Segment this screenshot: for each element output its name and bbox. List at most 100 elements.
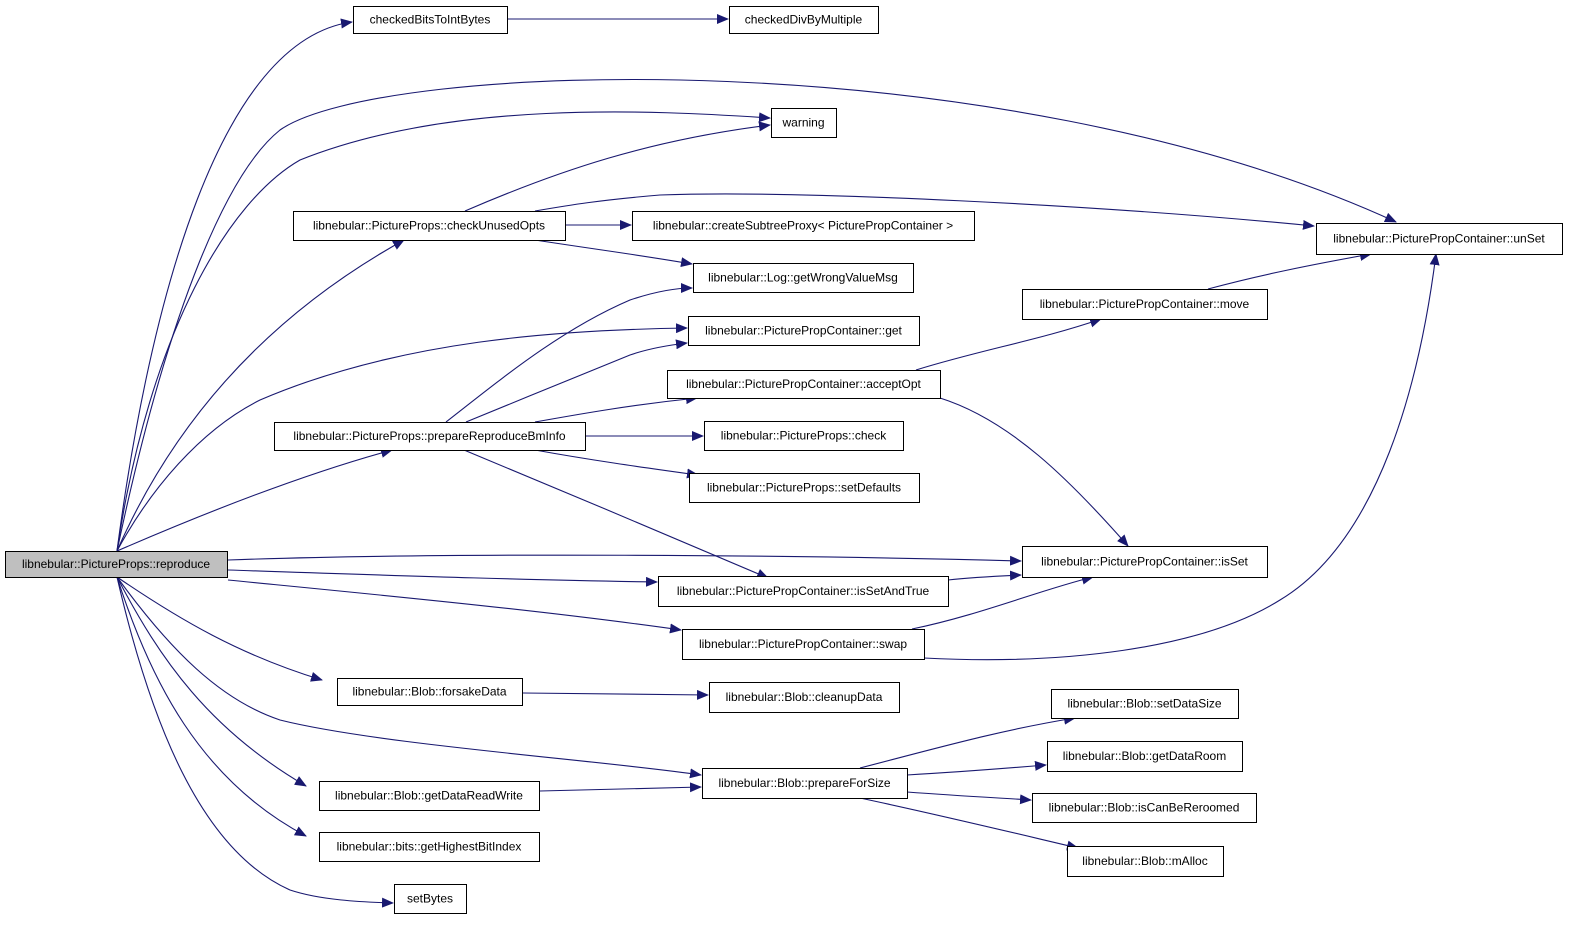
node-box	[353, 6, 508, 34]
node-box	[1047, 741, 1243, 772]
edge-acceptOpt-to-isSet	[939, 397, 1129, 547]
edge-acceptOpt-to-move	[915, 317, 1102, 371]
node-getDataRoom[interactable]: libnebular::Blob::getDataRoom	[1047, 741, 1243, 772]
node-forsakeData[interactable]: libnebular::Blob::forsakeData	[337, 678, 523, 706]
edge-prepareForSize-to-setDataSize	[859, 714, 1076, 769]
edge-arrow	[915, 317, 1102, 371]
node-label: libnebular::bits::getHighestBitIndex	[337, 840, 522, 854]
edge-arrow	[923, 253, 1440, 661]
edge-arrow	[116, 576, 307, 787]
node-label: libnebular::PictureProps::prepareReprodu…	[293, 429, 565, 443]
node-root[interactable]: libnebular::PictureProps::reproduce	[5, 551, 228, 578]
node-checkedBitsToIntBytes[interactable]: checkedBitsToIntBytes	[353, 6, 508, 34]
node-get[interactable]: libnebular::PicturePropContainer::get	[688, 316, 920, 346]
node-getHighestBitIndex[interactable]: libnebular::bits::getHighestBitIndex	[319, 832, 540, 862]
node-box	[1316, 223, 1563, 255]
edge-arrow	[534, 449, 699, 479]
edge-arrow	[539, 782, 702, 793]
node-label: libnebular::PicturePropContainer::unSet	[1333, 232, 1545, 246]
edge-root-to-warning	[116, 111, 771, 552]
edge-root-to-unSet	[116, 78, 1397, 552]
edge-root-to-getHighestBitIndex	[116, 576, 307, 837]
node-getDataReadWrite[interactable]: libnebular::Blob::getDataReadWrite	[319, 781, 540, 811]
edge-checkUnusedOpts-to-getWrongValueMsg	[534, 239, 693, 268]
edge-prepareReproduceBmInfo-to-get	[465, 339, 688, 423]
node-isSetAndTrue[interactable]: libnebular::PicturePropContainer::isSetA…	[658, 576, 949, 607]
node-box	[709, 682, 900, 713]
edge-arrow	[116, 576, 702, 779]
node-mAlloc[interactable]: libnebular::Blob::mAlloc	[1067, 846, 1224, 877]
edge-swap-to-unSet	[923, 253, 1440, 661]
node-getWrongValueMsg[interactable]: libnebular::Log::getWrongValueMsg	[693, 263, 914, 293]
node-cleanupData[interactable]: libnebular::Blob::cleanupData	[709, 682, 900, 713]
edge-arrow	[859, 797, 1079, 851]
node-prepareReproduceBmInfo[interactable]: libnebular::PictureProps::prepareReprodu…	[274, 422, 586, 451]
edge-root-to-checkedBitsToIntBytes	[116, 18, 353, 552]
node-isSet[interactable]: libnebular::PicturePropContainer::isSet	[1022, 546, 1268, 578]
node-acceptOpt[interactable]: libnebular::PicturePropContainer::accept…	[667, 370, 941, 399]
node-label: libnebular::PictureProps::check	[721, 429, 887, 443]
node-checkUnusedOpts[interactable]: libnebular::PictureProps::checkUnusedOpt…	[293, 211, 566, 241]
edge-arrow	[534, 193, 1315, 230]
edge-root-to-prepareReproduceBmInfo	[116, 448, 393, 552]
node-box	[688, 316, 920, 346]
node-setBytes[interactable]: setBytes	[394, 884, 467, 914]
node-label: libnebular::PictureProps::reproduce	[22, 557, 210, 571]
edge-arrow	[465, 339, 688, 423]
node-box	[319, 832, 540, 862]
edge-root-to-setBytes	[116, 576, 394, 908]
edge-swap-to-isSet	[911, 574, 1094, 630]
edge-arrow	[906, 791, 1032, 805]
edge-arrow	[859, 714, 1076, 769]
node-swap[interactable]: libnebular::PicturePropContainer::swap	[682, 629, 925, 660]
node-box	[682, 629, 925, 660]
node-label: checkedDivByMultiple	[745, 13, 863, 27]
node-box	[729, 6, 879, 34]
edge-arrow	[227, 554, 1022, 566]
edge-arrow	[911, 574, 1094, 630]
edge-checkUnusedOpts-to-warning	[464, 121, 771, 212]
node-box	[771, 108, 837, 138]
node-label: libnebular::PicturePropContainer::move	[1040, 297, 1250, 311]
node-label: libnebular::Log::getWrongValueMsg	[708, 271, 898, 285]
node-label: libnebular::Blob::forsakeData	[352, 685, 506, 699]
node-box	[1051, 689, 1239, 719]
node-box	[693, 263, 914, 293]
node-check[interactable]: libnebular::PictureProps::check	[704, 421, 904, 451]
edge-root-to-swap	[227, 579, 682, 634]
edge-root-to-getDataReadWrite	[116, 576, 307, 787]
edge-prepareReproduceBmInfo-to-setDefaults	[534, 449, 699, 479]
edge-arrow	[534, 239, 693, 268]
node-setDefaults[interactable]: libnebular::PictureProps::setDefaults	[689, 473, 920, 503]
node-label: libnebular::PicturePropContainer::accept…	[686, 377, 921, 391]
node-label: checkedBitsToIntBytes	[370, 13, 491, 27]
node-unSet[interactable]: libnebular::PicturePropContainer::unSet	[1316, 223, 1563, 255]
node-box	[1022, 546, 1268, 578]
node-label: libnebular::PicturePropContainer::swap	[699, 637, 907, 651]
node-box	[394, 884, 467, 914]
edge-arrow	[116, 323, 688, 552]
node-box	[1022, 289, 1268, 320]
node-label: libnebular::createSubtreeProxy< PictureP…	[653, 219, 953, 233]
edge-prepareForSize-to-mAlloc	[859, 797, 1079, 851]
node-prepareForSize[interactable]: libnebular::Blob::prepareForSize	[702, 768, 908, 799]
node-createSubtreeProxy[interactable]: libnebular::createSubtreeProxy< PictureP…	[632, 211, 975, 241]
edge-checkUnusedOpts-to-unSet	[534, 193, 1315, 230]
node-isCanBeReroomed[interactable]: libnebular::Blob::isCanBeReroomed	[1032, 793, 1257, 823]
edge-arrow	[227, 579, 682, 634]
node-setDataSize[interactable]: libnebular::Blob::setDataSize	[1051, 689, 1239, 719]
edge-root-to-checkUnusedOpts	[116, 239, 405, 552]
node-box	[632, 211, 975, 241]
node-checkedDivByMultiple[interactable]: checkedDivByMultiple	[729, 6, 879, 34]
node-box	[658, 576, 949, 607]
edge-root-to-prepareForSize	[116, 576, 702, 779]
edge-arrow	[116, 448, 393, 552]
edge-isSetAndTrue-to-isSet	[947, 570, 1022, 581]
node-warning[interactable]: warning	[771, 108, 837, 138]
node-label: libnebular::Blob::cleanupData	[726, 690, 883, 704]
node-box	[667, 370, 941, 399]
node-move[interactable]: libnebular::PicturePropContainer::move	[1022, 289, 1268, 320]
node-box	[689, 473, 920, 503]
edge-prepareForSize-to-getDataRoom	[906, 760, 1047, 776]
node-label: libnebular::PicturePropContainer::get	[705, 324, 902, 338]
